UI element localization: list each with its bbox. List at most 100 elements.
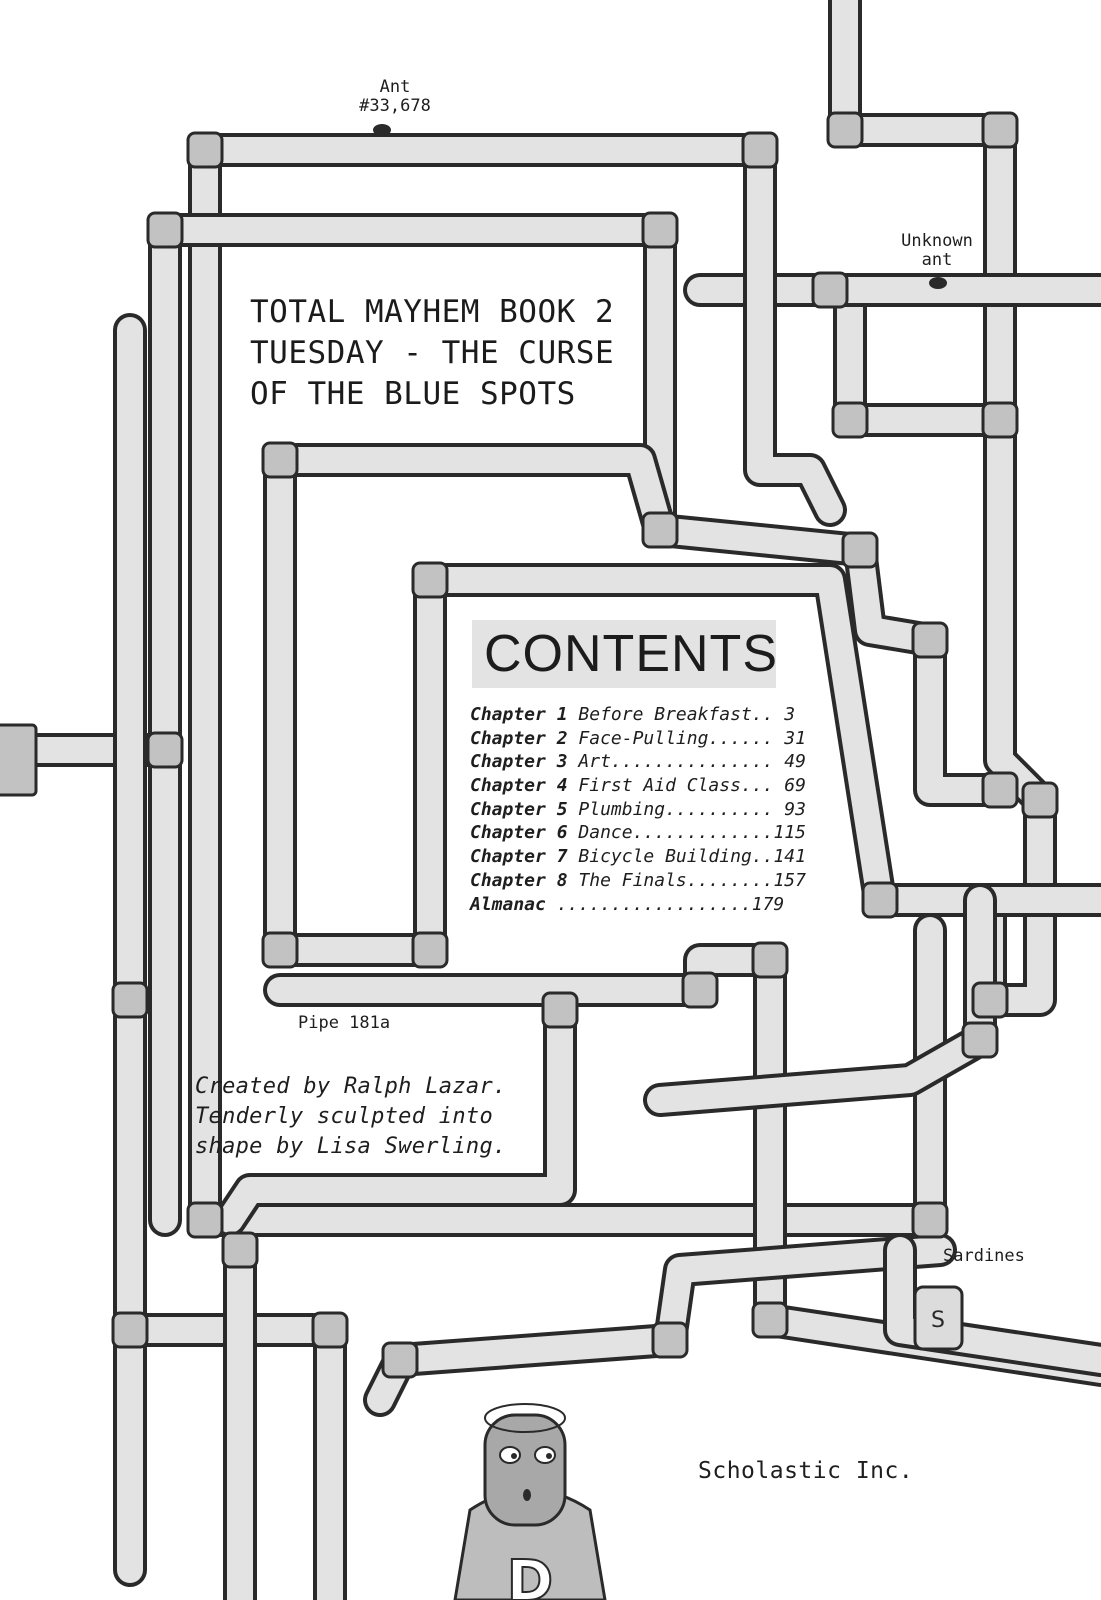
- toc-chapter-label: Chapter 6: [470, 822, 568, 844]
- toc-chapter-label: Chapter 5: [470, 798, 568, 820]
- pipe-joint: [681, 971, 719, 1009]
- pipe-joint: [221, 1231, 259, 1269]
- ant-icon: [929, 277, 947, 289]
- toc-entry[interactable]: Chapter 6 Dance.............115: [470, 821, 850, 845]
- pipe-joint: [841, 531, 879, 569]
- pipe-joint: [911, 1201, 949, 1239]
- character-eye: [534, 1446, 556, 1464]
- toc-entry[interactable]: Almanac ..................179: [470, 893, 850, 917]
- pipe-joint: [641, 511, 679, 549]
- toc-entry[interactable]: Chapter 3 Art............... 49: [470, 750, 850, 774]
- character-eye: [499, 1446, 521, 1464]
- character-pupil: [546, 1453, 552, 1459]
- sardine-can-icon: [913, 1285, 964, 1351]
- toc-entry[interactable]: Chapter 5 Plumbing.......... 93: [470, 798, 850, 822]
- toc-chapter-title: Dance.............115: [578, 822, 806, 844]
- toc-chapter-title: Plumbing.......... 93: [578, 798, 806, 820]
- unknown-ant-label-line: Unknown: [901, 231, 973, 251]
- book-title-line: OF THE BLUE SPOTS: [250, 376, 576, 412]
- pipe-joint: [751, 941, 789, 979]
- pipe-joint: [311, 1311, 349, 1349]
- pipe-joint: [146, 211, 184, 249]
- pipe-joint: [381, 1341, 419, 1379]
- pipe-joint: [186, 1201, 224, 1239]
- toc-chapter-label: Chapter 8: [470, 869, 568, 891]
- pipe-joint: [911, 621, 949, 659]
- pipe-joint: [861, 881, 899, 919]
- contents-heading: CONTENTS: [472, 620, 777, 688]
- pipe-joint: [981, 771, 1019, 809]
- toc-entry[interactable]: Chapter 8 The Finals........157: [470, 869, 850, 893]
- toc-chapter-title: Bicycle Building..141: [578, 846, 806, 868]
- publisher-name: Scholastic Inc.: [698, 1458, 914, 1484]
- ant-label: Ant #33,678: [350, 78, 440, 116]
- character-pupil: [511, 1453, 517, 1459]
- unknown-ant-label: Unknown ant: [885, 232, 989, 270]
- unknown-ant-label-line: ant: [921, 250, 953, 270]
- toc-chapter-title: Before Breakfast.. 3: [578, 704, 796, 725]
- pipe-end-cap: [0, 723, 38, 797]
- toc-chapter-label: Chapter 7: [470, 846, 568, 868]
- credits: Created by Ralph Lazar. Tenderly sculpte…: [195, 1072, 555, 1162]
- pipe-joint: [651, 1321, 689, 1359]
- pipe-joint: [981, 111, 1019, 149]
- pipe-joint: [971, 981, 1009, 1019]
- pipe-joint: [831, 401, 869, 439]
- sardine-can-letter: S: [931, 1308, 945, 1333]
- pipe-joint: [751, 1301, 789, 1339]
- pipe-joint: [146, 731, 184, 769]
- pipe-joint: [741, 131, 779, 169]
- toc-chapter-title: First Aid Class... 69: [578, 775, 806, 797]
- ant-label-line: #33,678: [359, 96, 431, 116]
- toc-chapter-title: Face-Pulling...... 31: [578, 727, 806, 749]
- pipe-body: [647, 887, 993, 1113]
- toc-entry[interactable]: Chapter 1 Before Breakfast.. 3: [470, 703, 850, 727]
- pipe-body: [832, 0, 1013, 433]
- pipe-joint: [186, 131, 224, 169]
- credits-line: Created by Ralph Lazar.: [195, 1074, 507, 1099]
- credits-line: shape by Lisa Swerling.: [195, 1134, 507, 1159]
- pipe-joint: [1021, 781, 1059, 819]
- ant-icon: [373, 124, 391, 136]
- toc-entry[interactable]: Chapter 4 First Aid Class... 69: [470, 774, 850, 798]
- character-head: [483, 1413, 567, 1527]
- toc-entry[interactable]: Chapter 2 Face-Pulling...... 31: [470, 727, 850, 751]
- pipe-joint: [111, 1311, 149, 1349]
- pipe-body: [152, 217, 1013, 803]
- character-mouth: [523, 1489, 531, 1501]
- toc-chapter-label: Chapter 2: [470, 727, 568, 749]
- toc-entry[interactable]: Chapter 7 Bicycle Building..141: [470, 845, 850, 869]
- pipe-joint: [261, 441, 299, 479]
- pipe-joint: [641, 211, 679, 249]
- pipe-body: [192, 137, 943, 1233]
- toc-chapter-label: Chapter 4: [470, 775, 568, 797]
- pipe-joint: [411, 931, 449, 969]
- toc-chapter-title: Art............... 49: [578, 751, 806, 773]
- pipe-label: Pipe 181a: [298, 1013, 391, 1033]
- pipe-joint: [261, 931, 299, 969]
- book-title-line: TUESDAY - THE CURSE: [250, 335, 615, 371]
- ant-label-line: Ant: [379, 77, 411, 97]
- pipe-joint: [111, 981, 149, 1019]
- book-title-line: TOTAL MAYHEM BOOK 2: [250, 294, 615, 330]
- toc-chapter-label: Chapter 3: [470, 751, 568, 773]
- pipe-joint: [541, 991, 579, 1029]
- pipe-joint: [981, 401, 1019, 439]
- pipe-joint: [411, 561, 449, 599]
- book-title: TOTAL MAYHEM BOOK 2 TUESDAY - THE CURSE …: [250, 292, 670, 415]
- pipe-outline: [828, 0, 1017, 437]
- pipe-body: [192, 137, 843, 523]
- pipe-joint: [826, 111, 864, 149]
- sardines-label: Sardines: [943, 1246, 1025, 1266]
- character-hair: [484, 1403, 566, 1433]
- pipe-body: [217, 997, 573, 1233]
- toc-almanac-title: ..................179: [545, 893, 785, 915]
- character-shirt-letter: D: [507, 1549, 553, 1600]
- toc-chapter-label: Chapter 1: [470, 704, 568, 725]
- toc-chapter-title: The Finals........157: [578, 869, 806, 891]
- credits-line: Tenderly sculpted into: [195, 1104, 493, 1129]
- table-of-contents: Chapter 1 Before Breakfast.. 3 Chapter 2…: [470, 703, 850, 916]
- pipe-body: [887, 1237, 1101, 1373]
- pipe-joint: [961, 1021, 999, 1059]
